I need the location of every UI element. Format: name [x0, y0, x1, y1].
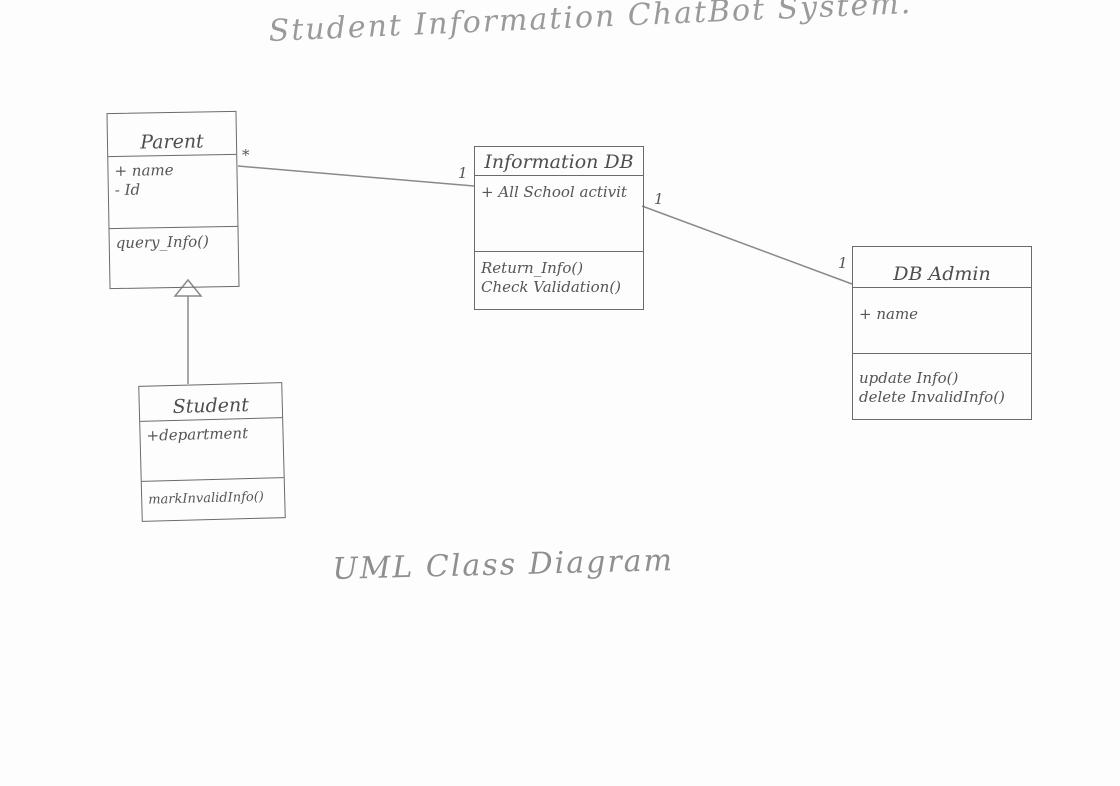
multiplicity-admin-side: 1 [838, 254, 848, 272]
class-parent-name: Parent [140, 130, 204, 154]
attribute: + name [114, 160, 174, 181]
attribute: + All School activit [481, 183, 627, 201]
attribute: + name [859, 305, 919, 323]
class-student-name: Student [172, 394, 250, 419]
method: Check Validation() [481, 278, 622, 296]
class-student-methods: markInvalidInfo() [148, 487, 282, 510]
attribute: - Id [114, 180, 141, 200]
class-student-attributes: +department [146, 423, 280, 446]
method: query_Info() [115, 232, 210, 253]
class-information-db[interactable]: Information DB + All School activit Retu… [474, 146, 644, 310]
multiplicity-infodb-parent-side: 1 [458, 164, 468, 182]
multiplicity-infodb-admin-side: 1 [654, 190, 664, 208]
class-information-db-attributes: + All School activit [481, 183, 641, 202]
method: markInvalidInfo() [148, 489, 265, 508]
class-student[interactable]: Student +department markInvalidInfo() [138, 382, 286, 522]
class-db-admin-divider [853, 287, 1031, 288]
method: delete InvalidInfo() [859, 388, 1005, 406]
class-parent-attributes: + name - Id [114, 160, 235, 200]
class-information-db-divider [475, 175, 643, 176]
assoc-parent-infodb [237, 165, 475, 187]
class-parent[interactable]: Parent + name - Id query_Info() [106, 110, 240, 290]
assoc-infodb-admin [641, 205, 853, 285]
class-student-divider [141, 477, 284, 482]
class-db-admin-name: DB Admin [893, 263, 991, 285]
class-information-db-methods: Return_Info() Check Validation() [481, 259, 641, 297]
class-information-db-divider [475, 251, 643, 252]
class-information-db-name: Information DB [484, 151, 634, 173]
class-db-admin-attributes: + name [859, 305, 1029, 324]
class-db-admin-methods: update Info() delete InvalidInfo() [859, 369, 1029, 407]
class-db-admin-divider [853, 353, 1031, 354]
class-parent-divider [108, 153, 237, 158]
class-db-admin[interactable]: DB Admin + name update Info() delete Inv… [852, 246, 1032, 420]
method: update Info() [859, 369, 959, 387]
diagram-subtitle: UML Class Diagram [332, 543, 675, 587]
method: Return_Info() [481, 259, 584, 277]
class-parent-methods: query_Info() [116, 232, 236, 253]
attribute: +department [146, 424, 249, 445]
class-parent-divider [109, 225, 238, 230]
multiplicity-parent-side: * [242, 146, 250, 164]
diagram-title: Student Information ChatBot System. [268, 0, 913, 49]
